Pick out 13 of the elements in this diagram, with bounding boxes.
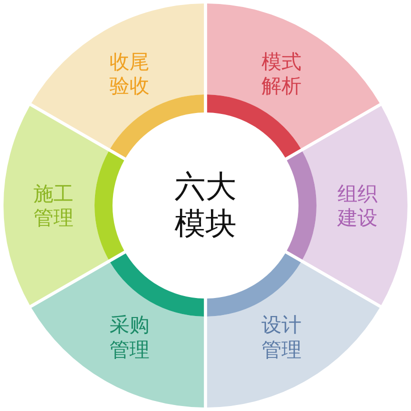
ring-segment	[31, 3, 204, 158]
ring-segment	[31, 253, 204, 408]
ring-segment	[207, 3, 380, 158]
segment-label: 设计管理	[261, 312, 302, 362]
segment-label: 收尾验收	[109, 49, 150, 98]
ring-segment	[286, 105, 408, 306]
center-title: 六大模块	[174, 168, 238, 244]
segment-label: 施工管理	[33, 181, 74, 230]
ring-segment	[207, 253, 380, 408]
segment-label: 模式解析	[261, 49, 302, 98]
segment-label: 采购管理	[109, 312, 150, 362]
ring-segment	[3, 105, 125, 306]
segment-label: 组织建设	[337, 181, 378, 230]
